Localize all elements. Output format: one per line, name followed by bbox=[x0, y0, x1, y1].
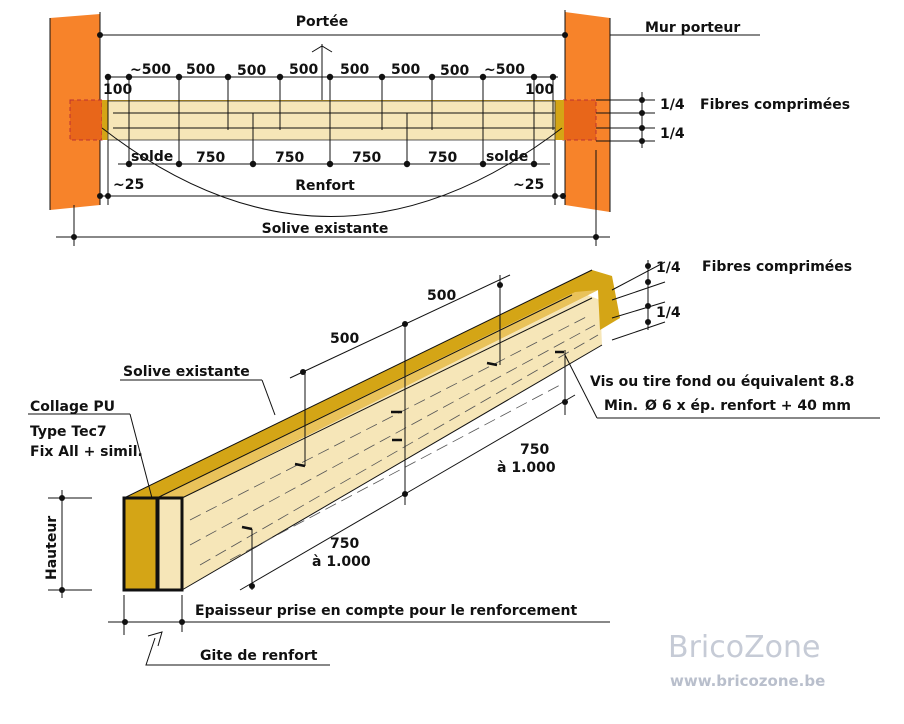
spacing-label: 500 bbox=[427, 288, 456, 304]
wall-label: Mur porteur bbox=[645, 20, 740, 36]
spacing-label: 500 bbox=[340, 62, 369, 78]
existing-joist-label: Solive existante bbox=[262, 221, 389, 237]
joist-bearing-left bbox=[69, 99, 103, 141]
spacing-label: solde bbox=[131, 149, 173, 165]
spacing-label: 500 bbox=[391, 62, 420, 78]
url-watermark: www.bricozone.be bbox=[670, 672, 825, 690]
glue-type: Type Tec7 bbox=[30, 424, 107, 440]
offset-left: ~25 bbox=[113, 177, 144, 193]
spacing-label: solde bbox=[486, 149, 528, 165]
dimension-dot bbox=[104, 73, 112, 81]
edge-right: 100 bbox=[525, 82, 554, 98]
spacing-label: 750 bbox=[275, 150, 304, 166]
thickness-label: Epaisseur prise en compte pour le renfor… bbox=[195, 603, 577, 619]
compressed-fibres-label: Fibres comprimées bbox=[700, 97, 850, 113]
top-face-light bbox=[157, 290, 598, 498]
edge-left: 100 bbox=[103, 82, 132, 98]
height-label: Hauteur bbox=[44, 516, 60, 580]
iso-view: 500 500 750 à 1.000 750 à 1.000 1/4 Fibr… bbox=[28, 259, 880, 666]
spacing-label: 750 bbox=[352, 150, 381, 166]
reinforcement-section bbox=[122, 496, 159, 592]
dimension-dot bbox=[125, 73, 133, 81]
spacing-label: 750 bbox=[428, 150, 457, 166]
dimension-dot bbox=[479, 160, 487, 168]
diameter-icon: Ø bbox=[645, 398, 657, 414]
compressed-fibres-label: Fibres comprimées bbox=[702, 259, 852, 275]
pitch-label: 750 bbox=[330, 536, 359, 552]
dimension-dot bbox=[530, 160, 538, 168]
dimension-dot bbox=[530, 73, 538, 81]
span-label: Portée bbox=[296, 14, 348, 30]
reinforcement-joist-label: Gite de renfort bbox=[200, 648, 318, 664]
brand-watermark: BricoZone bbox=[668, 630, 820, 665]
quarter-label: 1/4 bbox=[656, 305, 681, 321]
glue-alternative: Fix All + simil. bbox=[30, 444, 143, 460]
dimension-dot bbox=[428, 73, 436, 81]
offset-right: ~25 bbox=[513, 177, 544, 193]
dimension-dot bbox=[276, 73, 284, 81]
dimension-dot bbox=[403, 160, 411, 168]
spacing-label: ~500 bbox=[130, 62, 171, 78]
existing-joist-label: Solive existante bbox=[123, 364, 250, 380]
spacing-label: ~500 bbox=[484, 62, 525, 78]
screw-icons bbox=[241, 350, 564, 531]
dimension-dot bbox=[326, 73, 334, 81]
reinforcement-label: Renfort bbox=[295, 178, 355, 194]
spacing-label: 500 bbox=[330, 331, 359, 347]
dimension-dot bbox=[479, 73, 487, 81]
joist-section bbox=[156, 496, 184, 592]
pitch-label: à 1.000 bbox=[312, 554, 371, 570]
screw-spec-line2: 6 x ép. renfort + 40 mm bbox=[662, 398, 851, 414]
dimension-dot bbox=[249, 160, 257, 168]
spacing-label: 500 bbox=[237, 63, 266, 79]
dimension-dot bbox=[224, 73, 232, 81]
pitch-label: à 1.000 bbox=[497, 460, 556, 476]
dimension-dot bbox=[378, 73, 386, 81]
spacing-label: 750 bbox=[196, 150, 225, 166]
quarter-label: 1/4 bbox=[660, 97, 685, 113]
spacing-label: 500 bbox=[289, 62, 318, 78]
top-view: Portée 100 100 ~500 500 500 500 500 500 … bbox=[49, 10, 850, 246]
quarter-label: 1/4 bbox=[660, 126, 685, 142]
glue-label: Collage PU bbox=[30, 399, 115, 415]
quarter-label: 1/4 bbox=[656, 260, 681, 276]
dimension-dot bbox=[326, 160, 334, 168]
screw-spec-line1: Vis ou tire fond ou équivalent 8.8 bbox=[590, 374, 854, 390]
pitch-label: 750 bbox=[520, 442, 549, 458]
dimension-dot bbox=[549, 73, 557, 81]
dimension-dot bbox=[125, 160, 133, 168]
dimension-dot bbox=[175, 160, 183, 168]
spacing-label: 500 bbox=[186, 62, 215, 78]
joist-bearing-right bbox=[562, 99, 597, 141]
dimension-dot bbox=[175, 73, 183, 81]
spacing-label: 500 bbox=[440, 63, 469, 79]
screw-spec-prefix: Min. bbox=[604, 398, 638, 414]
existing-joist-top bbox=[107, 100, 556, 141]
top-face-gold bbox=[124, 270, 620, 498]
